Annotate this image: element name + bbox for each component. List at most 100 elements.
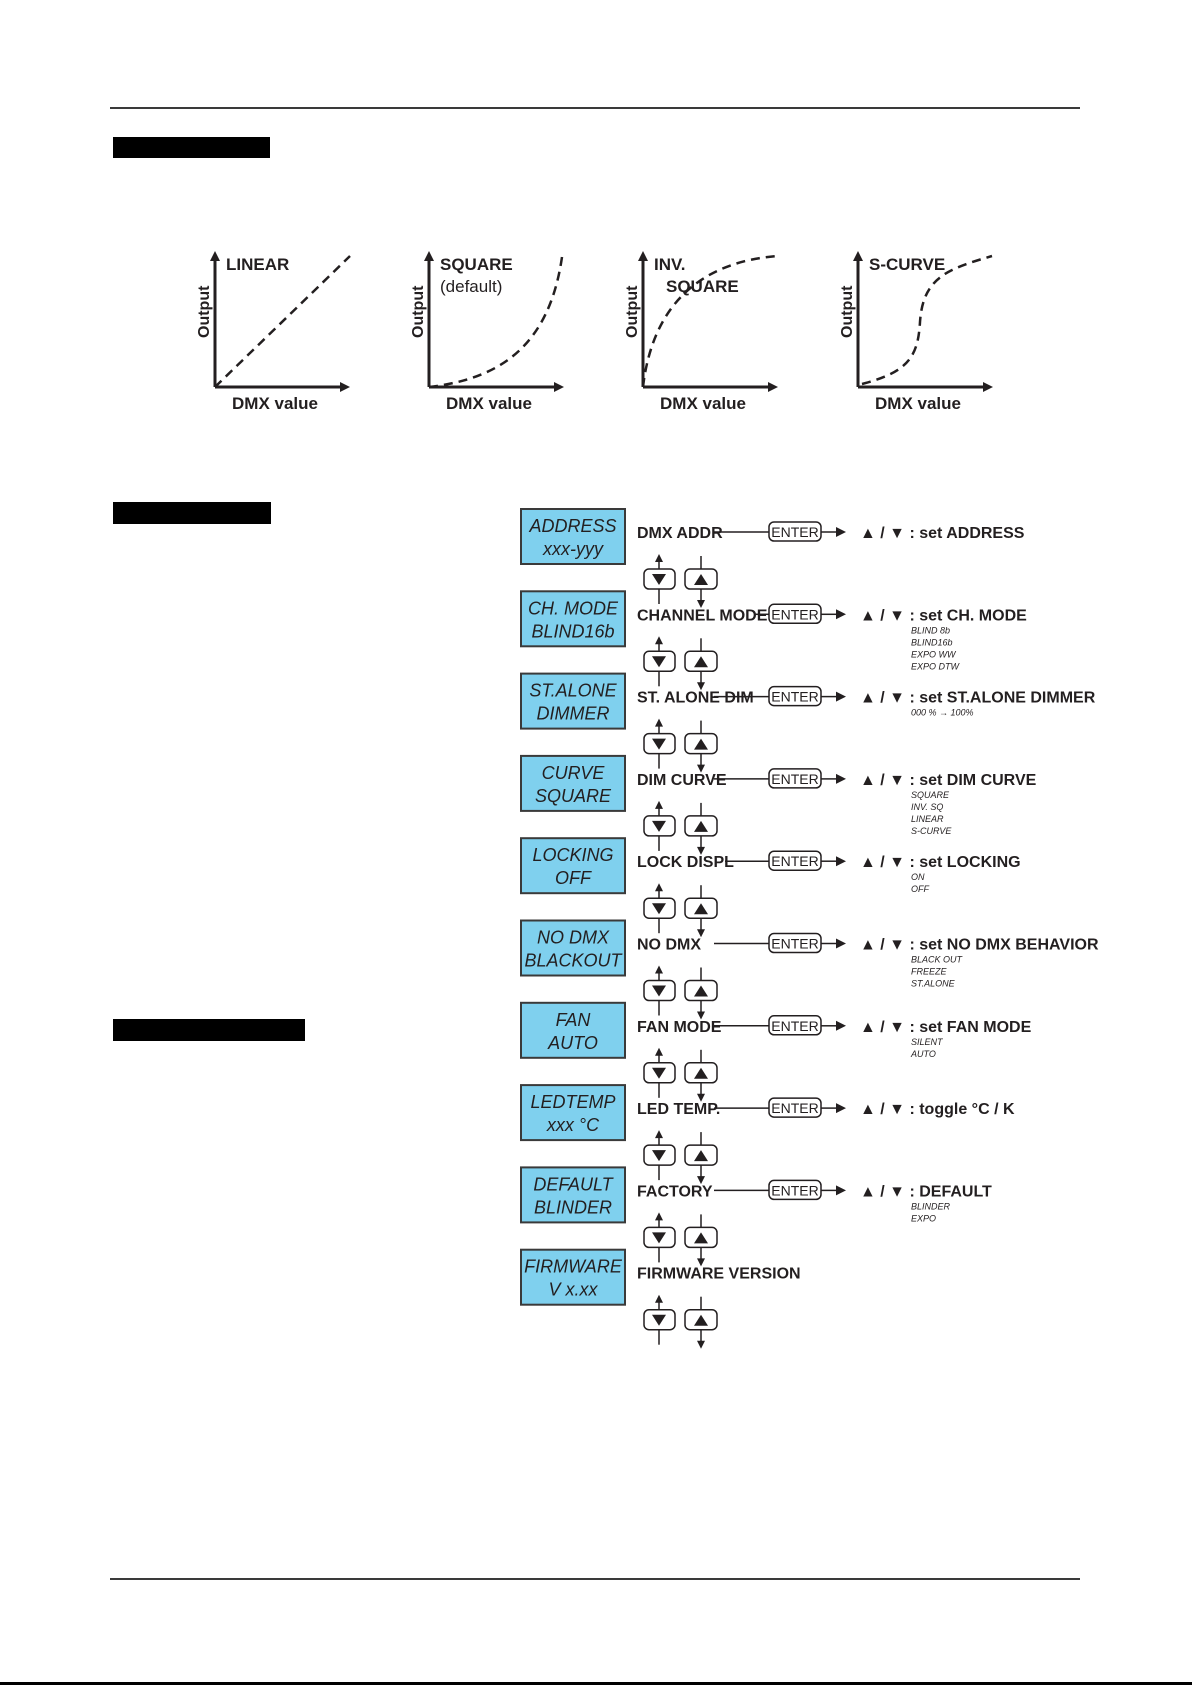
down-key [643,1062,676,1084]
action-text: ▲ / ▼ : set ST.ALONE DIMMER [860,690,1096,707]
lcd-display [520,837,626,895]
option-text: INV. SQ [911,802,943,812]
lcd-display [520,1166,626,1224]
enter-key [768,1015,822,1036]
lcd-line-2: xxx °C [546,1115,600,1135]
option-text: BLIND16b [911,637,953,647]
section-heading-bar-1 [113,137,270,158]
lcd-line-1: CH. MODE [528,598,619,618]
down-key-glyph [652,903,666,915]
up-key-glyph [694,574,708,585]
option-text: SILENT [911,1037,944,1047]
action-text: ▲ / ▼ : set DIM CURVE [860,772,1037,789]
lcd-display [520,672,626,730]
up-arrow-head [655,883,663,892]
curve-label: INV. [654,255,686,274]
up-arrow-head [655,554,663,562]
up-arrow-head [655,1130,663,1139]
arrow-head [836,609,846,620]
enter-key-label: ENTER [771,1018,818,1034]
action-text: ▲ / ▼ : toggle °C / K [860,1101,1015,1118]
up-arrow-head [655,636,663,645]
down-key [643,1226,676,1249]
arrow-head [836,938,846,949]
lcd-line-1: ST.ALONE [529,681,617,701]
up-key-glyph [694,985,708,997]
y-axis-label: Output [839,285,856,338]
lcd-line-2: SQUARE [535,786,612,806]
arrow-head [836,527,846,537]
up-key-glyph [694,1067,708,1079]
down-key [643,1308,676,1331]
bottom-edge [0,1682,1192,1685]
option-text: FREEZE [911,967,948,977]
enter-key [768,1097,822,1118]
up-key-glyph [694,820,708,832]
arrow-head [836,856,846,867]
down-key-glyph [652,574,666,585]
x-axis-label: DMX value [875,394,961,413]
down-key-glyph [652,820,666,832]
lcd-line-2: xxx-yyy [542,539,604,559]
down-key-glyph [652,656,666,668]
up-key [684,979,718,1002]
down-arrow-head [697,846,705,855]
lcd-line-1: FIRMWARE [524,1257,623,1277]
x-axis-label: DMX value [446,394,532,413]
up-key [684,1308,718,1331]
enter-key-label: ENTER [771,524,818,540]
up-key-glyph [694,903,708,915]
down-arrow-head [697,682,705,691]
down-key [643,732,676,755]
down-key-glyph [652,985,666,997]
y-axis-label: Output [196,285,213,338]
curve-label-line2: (default) [440,277,502,296]
menu-item-name: ST. ALONE DIM [637,690,754,707]
action-text: ▲ / ▼ : set ADDRESS [860,525,1025,542]
option-text: S-CURVE [911,826,952,836]
menu-item-name: FAN MODE [637,1019,722,1036]
down-key-glyph [652,738,666,750]
x-axis-label: DMX value [660,394,746,413]
down-key-glyph [652,1314,666,1326]
down-arrow-head [697,1093,705,1102]
up-key [684,650,718,673]
up-key-glyph [694,656,708,668]
enter-key [768,521,822,542]
menu-item-name: FACTORY [637,1183,713,1200]
y-axis-label: Output [410,285,427,338]
up-key [684,815,718,837]
enter-key [768,685,822,707]
menu-item-name: CHANNEL MODE [637,607,768,624]
lcd-line-1: FAN [556,1010,592,1030]
action-text: ▲ / ▼ : set FAN MODE [860,1019,1032,1036]
down-key [643,1144,676,1166]
y-axis-label: Output [624,285,641,338]
lcd-line-2: BLINDER [534,1197,612,1217]
up-key [684,1062,718,1084]
down-key-glyph [652,1150,666,1162]
lcd-line-1: CURVE [542,763,606,783]
option-text: BLIND 8b [911,625,950,635]
x-axis-label: DMX value [232,394,318,413]
lcd-display [520,1001,626,1059]
lcd-line-1: DEFAULT [533,1174,614,1194]
up-key [684,897,718,919]
menu-item-name: LOCK DISPL [637,854,734,871]
up-key [684,1226,718,1249]
enter-key [768,850,822,871]
enter-key-label: ENTER [771,1100,818,1116]
down-arrow-head [697,1176,705,1185]
enter-key-label: ENTER [771,853,818,869]
lcd-line-1: LEDTEMP [530,1092,615,1112]
